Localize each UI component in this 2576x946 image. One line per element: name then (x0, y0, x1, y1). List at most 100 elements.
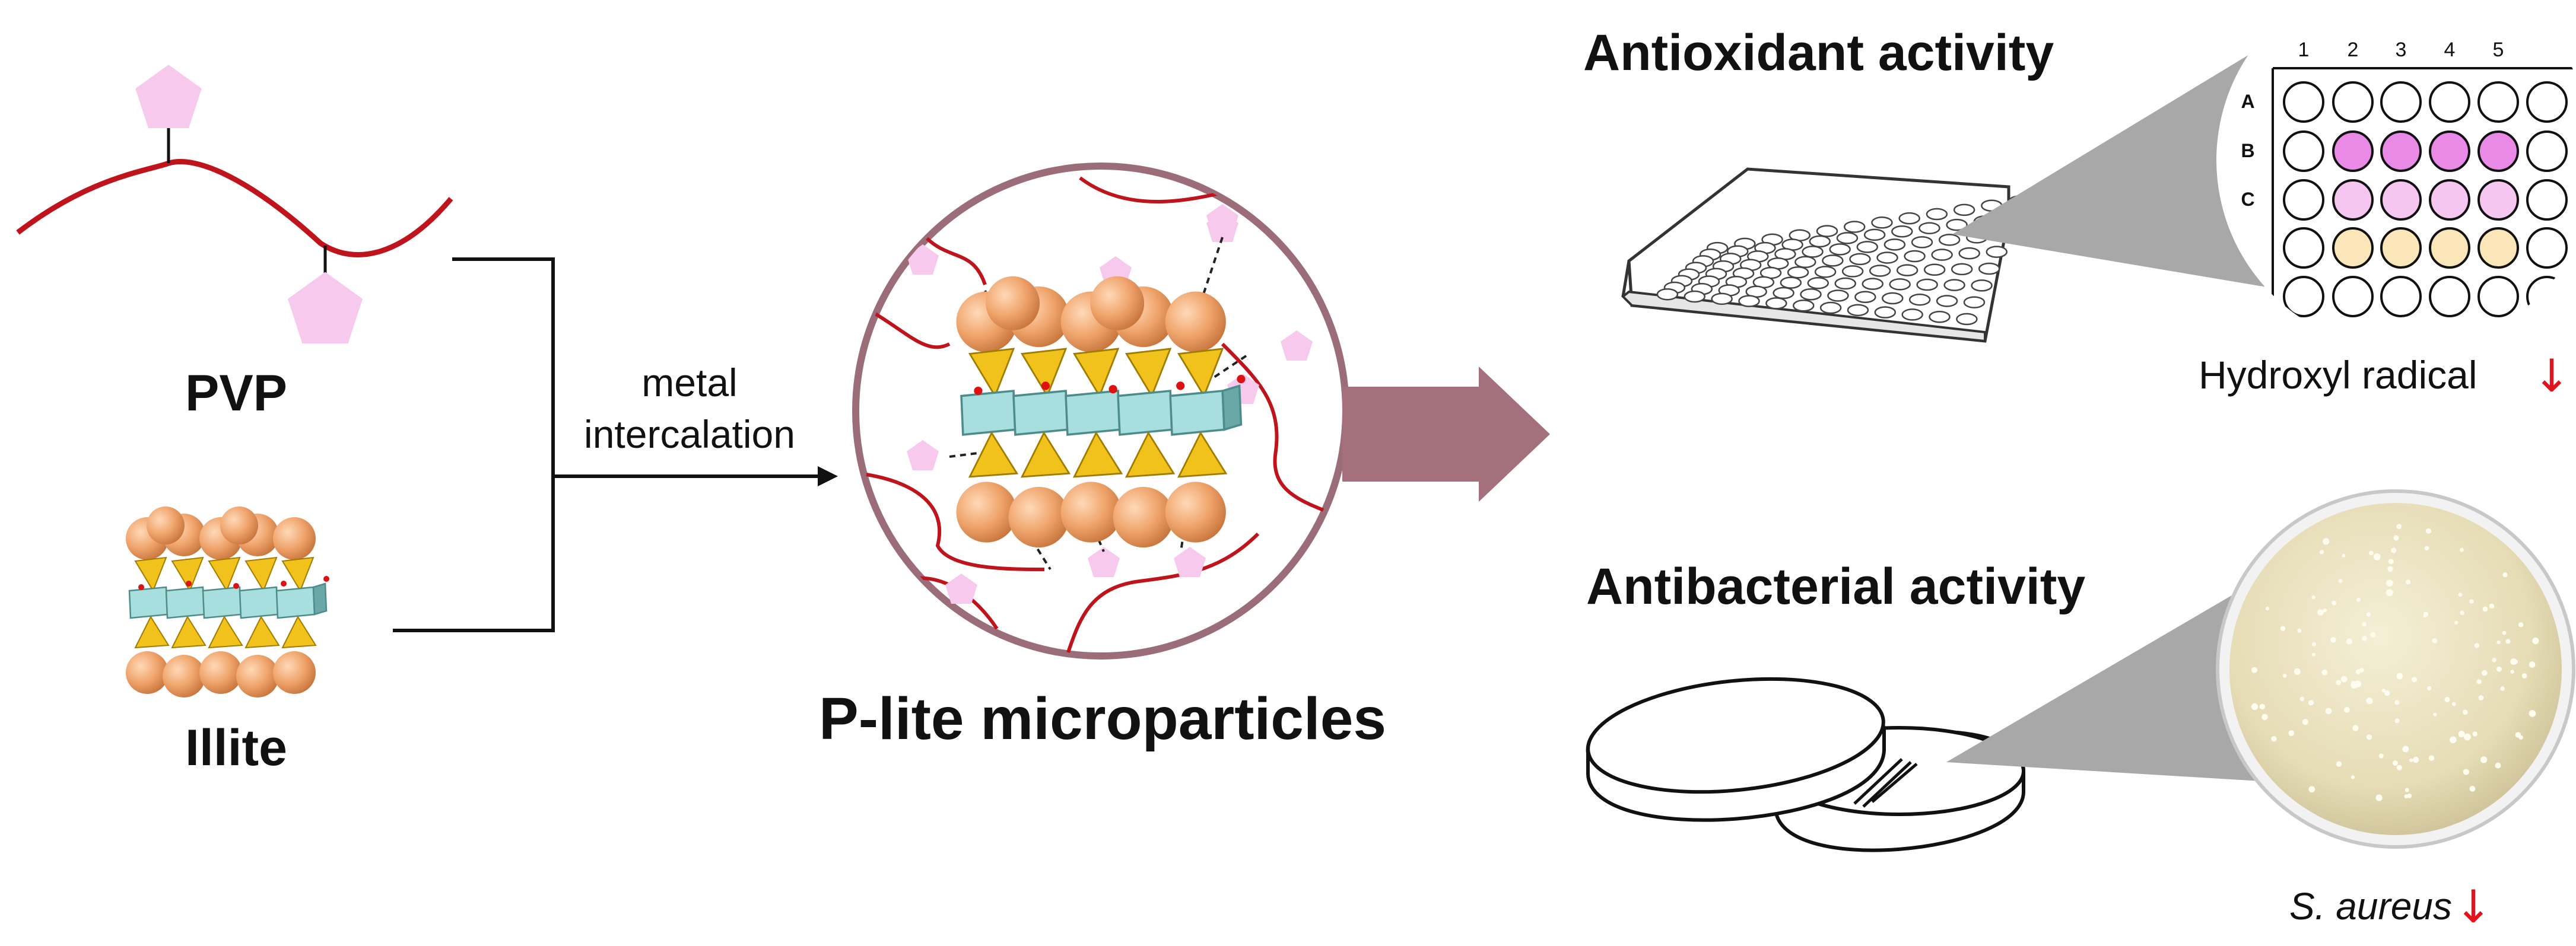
bacterial-colony (2472, 731, 2477, 737)
bacterial-colony (2251, 667, 2257, 673)
bacterial-colony (2308, 786, 2315, 793)
plate-well (1911, 236, 1933, 249)
antioxidant-title: Antioxidant activity (1583, 24, 2054, 81)
plate-well (2477, 81, 2519, 123)
illite-crystal-icon (126, 507, 329, 697)
bacterial-colony (2432, 638, 2437, 644)
plate-well (1738, 295, 1760, 307)
tetrahedron (281, 556, 315, 593)
cation-sphere (199, 651, 242, 694)
bacterial-colony (2424, 546, 2429, 551)
cation-sphere (220, 507, 258, 544)
plate-well (1847, 304, 1869, 317)
bacterial-colony (2495, 762, 2501, 769)
plate-well (1971, 279, 1993, 292)
bacterial-colony (2338, 579, 2343, 583)
plate-col-label: 5 (2493, 39, 2504, 61)
bacterial-colony (2411, 677, 2418, 683)
bacterial-colony (2496, 640, 2501, 644)
bacterial-colony (2352, 725, 2359, 731)
bacterial-colony (2280, 626, 2286, 631)
bacterial-colony (2366, 734, 2372, 740)
tetrahedron (171, 556, 204, 593)
bacterial-colony (2402, 746, 2409, 753)
bacterial-colony (2312, 642, 2316, 646)
bacterial-colony (2378, 753, 2384, 759)
bacterial-colony (2391, 547, 2397, 553)
tetrahedron (1072, 431, 1123, 478)
bacterial-colony (2476, 679, 2482, 684)
bacterial-colony (2518, 735, 2523, 740)
plate-well (1863, 228, 1886, 241)
polymer-chain (865, 307, 951, 349)
plate-row-label: C (2241, 189, 2254, 210)
plate-well (1908, 293, 1931, 306)
tetrahedron (281, 615, 317, 649)
bacterial-colony (2370, 632, 2376, 638)
bacterial-colony (2502, 630, 2507, 635)
bacterial-colony (2474, 643, 2480, 648)
hydroxyl-atom (323, 576, 329, 582)
plate-well (1807, 277, 1829, 289)
bacterial-colony (2396, 765, 2402, 770)
hydroxyl-radical-label: Hydroxyl radical (2199, 353, 2477, 397)
polymer-chain (1221, 342, 1324, 512)
bacterial-colony (2388, 559, 2394, 565)
plate-row-label: B (2241, 140, 2254, 161)
cation-sphere (273, 651, 316, 694)
bacterial-colony (2458, 593, 2463, 597)
pvp-pentagon (1206, 204, 1238, 234)
bacterial-colony (2271, 735, 2277, 742)
bacterial-colony (2529, 661, 2536, 668)
bacterial-colony (2317, 609, 2324, 616)
plate-well (2526, 227, 2568, 269)
s-aureus-label: S. aureus (2289, 885, 2452, 928)
plate-well (1901, 308, 1923, 321)
plate-well (1794, 256, 1816, 269)
plate-well (1773, 286, 1794, 300)
bacterial-colony (2394, 718, 2400, 724)
polymer-chain (866, 473, 1045, 571)
plate-well (1896, 264, 1918, 276)
plate-well (1889, 278, 1911, 291)
plate-well (2283, 130, 2324, 172)
plate-well (2380, 227, 2422, 269)
cation-sphere (163, 655, 205, 697)
plate-well (2526, 130, 2568, 172)
bacterial-colony (2464, 733, 2471, 741)
pvp-pentagon (1281, 330, 1313, 361)
bacterial-colony (2299, 696, 2304, 702)
cation-sphere (1060, 482, 1122, 543)
bacterial-colony (2294, 668, 2301, 675)
tetrahedron (1072, 348, 1120, 398)
bacterial-colony (2384, 690, 2390, 696)
pvp-pentagon (907, 244, 939, 275)
plate-well (1802, 246, 1824, 258)
plate-well (2332, 130, 2374, 172)
cation-sphere (1113, 486, 1174, 548)
plate-well (2380, 130, 2422, 172)
plate-well (1951, 263, 1973, 276)
plate-well (2332, 276, 2374, 317)
plate-well (1862, 278, 1883, 290)
hydrogen-bond (1198, 237, 1224, 309)
octahedron (239, 586, 279, 619)
plate-well (1876, 251, 1898, 264)
merge-bracket (393, 257, 825, 632)
bacterial-colony (2366, 697, 2373, 705)
bacterial-colony (2500, 686, 2505, 691)
plate-well (1931, 249, 1953, 261)
plate-well (1926, 208, 1948, 221)
octahedron (960, 390, 1017, 436)
plate-col-label: 4 (2444, 39, 2456, 61)
hydroxyl-atom (1237, 375, 1246, 384)
pvp-polymer (16, 65, 453, 344)
plate-well (1836, 232, 1859, 244)
plate-well (1986, 246, 2008, 258)
plate-column-labels: 1 2 3 4 5 (2298, 39, 2504, 61)
bacterial-colony (2394, 700, 2400, 705)
plate-well (1869, 265, 1891, 277)
polymer-chain (924, 235, 987, 285)
hydrogen-bond (1019, 521, 1052, 571)
